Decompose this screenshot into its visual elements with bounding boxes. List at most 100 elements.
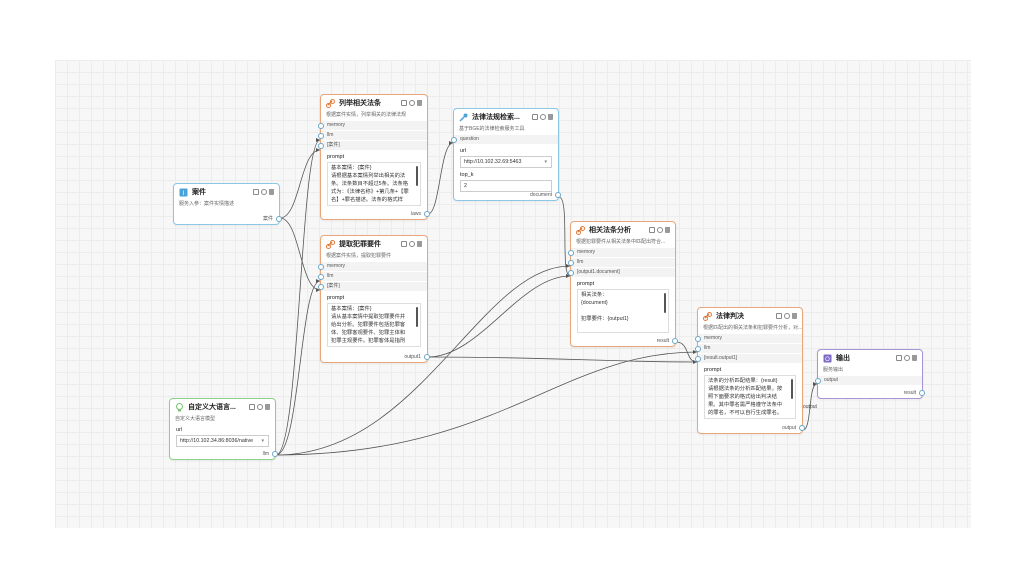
trash-icon[interactable] — [417, 241, 422, 247]
input-row-memory: memory — [568, 248, 675, 257]
input-port[interactable] — [451, 137, 457, 143]
input-port[interactable] — [568, 270, 574, 276]
node-title: 自定义大语言... — [188, 404, 236, 411]
input-row-memory: memory — [695, 334, 802, 343]
gear-icon[interactable] — [409, 241, 415, 247]
input-port[interactable] — [695, 346, 701, 352]
node-case[interactable]: I 案件 服务入参：案件实情描述 案件 — [173, 183, 282, 225]
output-port[interactable] — [555, 192, 561, 198]
trash-icon[interactable] — [269, 189, 274, 195]
topk-label: top_k — [460, 172, 474, 178]
output-port[interactable] — [424, 354, 430, 360]
node-title: 法律法规检索... — [472, 114, 520, 121]
copy-icon[interactable] — [896, 355, 902, 361]
input-port[interactable] — [568, 250, 574, 256]
gear-icon[interactable] — [904, 355, 910, 361]
input-row-llm: llm — [318, 131, 427, 140]
output-port[interactable] — [272, 451, 278, 457]
input-port[interactable] — [318, 143, 324, 149]
trash-icon[interactable] — [792, 313, 797, 319]
prompt-textarea[interactable]: 基本案情：{案件} 请根据基本案情列举出相关的法条。法条数目不超过5条。法条格式… — [327, 162, 421, 206]
input-row-llm: llm — [568, 258, 675, 267]
node-title: 输出 — [836, 355, 850, 362]
copy-icon[interactable] — [249, 404, 255, 410]
output-port-label: output1 — [404, 354, 421, 360]
url-select[interactable]: http://10.102.34.86:8036/native▾ — [176, 435, 269, 447]
copy-icon[interactable] — [401, 100, 407, 106]
prompt-label: prompt — [577, 281, 595, 287]
output-port[interactable] — [919, 390, 925, 396]
input-port[interactable] — [318, 284, 324, 290]
input-row-memory: memory — [318, 262, 427, 271]
node-desc: 根据案件实情，列举相关的法律法规 — [326, 112, 407, 118]
input-row-question: question — [451, 135, 558, 144]
node-output[interactable]: O 输出 服务输出 output result — [815, 349, 925, 399]
prompt-label: prompt — [704, 367, 722, 373]
copy-icon[interactable] — [401, 241, 407, 247]
gear-icon[interactable] — [261, 189, 267, 195]
output-port-label: result — [903, 390, 916, 396]
gear-icon[interactable] — [784, 313, 790, 319]
gear-icon[interactable] — [540, 114, 546, 120]
copy-icon[interactable] — [776, 313, 782, 319]
prompt-textarea[interactable]: 相关法条： {document} 犯罪要件：{output1} — [577, 289, 669, 333]
node-desc: 根据案件实情，提取犯罪要件 — [326, 253, 392, 259]
input-port[interactable] — [695, 336, 701, 342]
node-law-search[interactable]: 法律法规检索... 基于BGE的法律检索服务工具 question url ht… — [451, 108, 561, 201]
input-port[interactable] — [318, 274, 324, 280]
chevron-down-icon: ▾ — [261, 438, 264, 444]
wrench-icon — [459, 113, 468, 122]
input-port[interactable] — [318, 264, 324, 270]
output-port[interactable] — [276, 216, 282, 222]
output-port-label: llm — [262, 451, 269, 457]
node-list-laws[interactable]: 列举相关法条 根据案件实情，列举相关的法律法规 memory llm [案件] … — [318, 94, 430, 220]
copy-icon[interactable] — [532, 114, 538, 120]
url-label: url — [460, 148, 467, 154]
input-port[interactable] — [318, 123, 324, 129]
prompt-textarea[interactable]: 基本案情：{案件} 请从基本案情中提取犯罪要件并给出分析。犯罪要件包括犯罪客体、… — [327, 303, 421, 347]
gear-icon[interactable] — [409, 100, 415, 106]
svg-text:I: I — [183, 191, 185, 197]
input-row-vars: [result.output1] — [695, 354, 802, 363]
output-port[interactable] — [424, 211, 430, 217]
output-port-label: result — [656, 338, 669, 344]
input-row-llm: llm — [318, 272, 427, 281]
gear-icon[interactable] — [657, 227, 663, 233]
url-select[interactable]: http://10.102.32.69:5463▾ — [460, 156, 552, 168]
node-judgement[interactable]: 法律判决 根据匹配出的相关法条和犯罪要件分析，对... memory llm [… — [695, 307, 805, 434]
input-row-memory: memory — [318, 121, 427, 130]
node-law-analysis[interactable]: 相关法条分析 根据犯罪要件从相关法条中匹配出符合... memory llm [… — [568, 221, 678, 347]
input-port[interactable] — [815, 378, 821, 384]
trash-icon[interactable] — [265, 404, 270, 410]
trash-icon[interactable] — [665, 227, 670, 233]
node-desc: 基于BGE的法律检索服务工具 — [459, 126, 525, 132]
prompt-label: prompt — [327, 154, 345, 160]
copy-icon[interactable] — [253, 189, 259, 195]
input-port[interactable] — [318, 133, 324, 139]
trash-icon[interactable] — [548, 114, 553, 120]
input-port[interactable] — [695, 356, 701, 362]
input-port[interactable] — [568, 260, 574, 266]
node-title: 法律判决 — [716, 313, 744, 320]
topk-input[interactable]: 2 — [460, 180, 552, 192]
node-title: 提取犯罪要件 — [339, 241, 381, 248]
url-label: url — [176, 427, 183, 433]
trash-icon[interactable] — [417, 100, 422, 106]
input-row-vars: [output1.document] — [568, 268, 675, 277]
link-icon — [576, 225, 585, 235]
trash-icon[interactable] — [912, 355, 917, 361]
output-node-icon: O — [823, 354, 832, 363]
output-port[interactable] — [672, 338, 678, 344]
node-extract-elements[interactable]: 提取犯罪要件 根据案件实情，提取犯罪要件 memory llm [案件] pro… — [318, 235, 430, 363]
node-desc: 自定义大语言模型 — [175, 416, 216, 422]
link-icon — [326, 239, 335, 249]
input-row-output: output — [815, 376, 922, 385]
prompt-textarea[interactable]: 法条的分析匹配结果：{result} 请根据法条的分析匹配结果，按照下面要求的格… — [704, 375, 796, 419]
node-custom-llm[interactable]: 自定义大语言... 自定义大语言模型 url http://10.102.34.… — [169, 398, 278, 460]
output-port-label: laws — [410, 211, 421, 217]
lightbulb-icon — [175, 402, 184, 412]
output-port[interactable] — [799, 425, 805, 431]
output-port-label: output — [782, 425, 796, 431]
copy-icon[interactable] — [649, 227, 655, 233]
gear-icon[interactable] — [257, 404, 263, 410]
